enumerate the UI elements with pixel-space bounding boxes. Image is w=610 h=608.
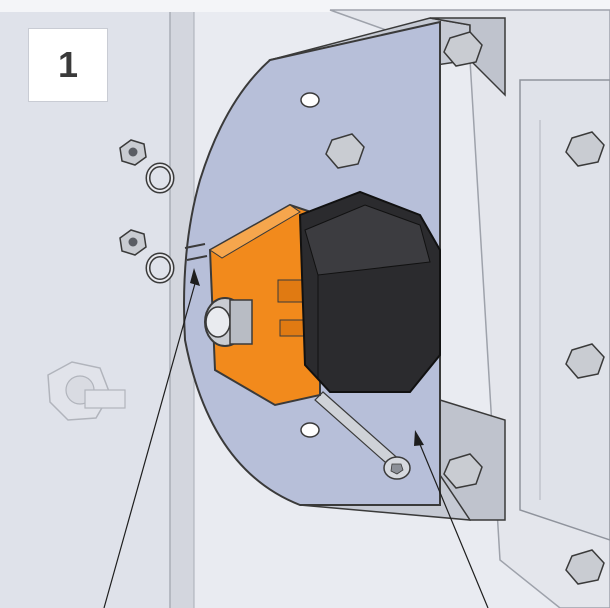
bolt-icon bbox=[47, 361, 126, 421]
plate-hole bbox=[300, 92, 320, 108]
step-number: 1 bbox=[57, 44, 79, 85]
sensor-housing bbox=[208, 203, 321, 407]
bolt-icon bbox=[325, 133, 365, 169]
sensor-body bbox=[298, 190, 441, 393]
leader-arrow bbox=[414, 430, 424, 446]
nut-icon bbox=[119, 229, 147, 256]
bolt-icon bbox=[565, 343, 605, 379]
frame-window bbox=[519, 79, 610, 541]
bolt-icon bbox=[565, 549, 605, 585]
connector-plug bbox=[204, 297, 253, 347]
bolt-icon bbox=[443, 453, 483, 489]
nut-icon bbox=[119, 139, 147, 166]
leader-line bbox=[418, 441, 489, 608]
washer-icon bbox=[145, 162, 175, 194]
washer-icon bbox=[145, 252, 175, 284]
plate-hole bbox=[300, 422, 320, 438]
leader-line bbox=[103, 279, 197, 608]
leader-arrow bbox=[190, 268, 200, 286]
bolt-icon bbox=[443, 31, 483, 67]
step-badge: 1 bbox=[28, 28, 108, 102]
bolt-icon bbox=[565, 131, 605, 167]
